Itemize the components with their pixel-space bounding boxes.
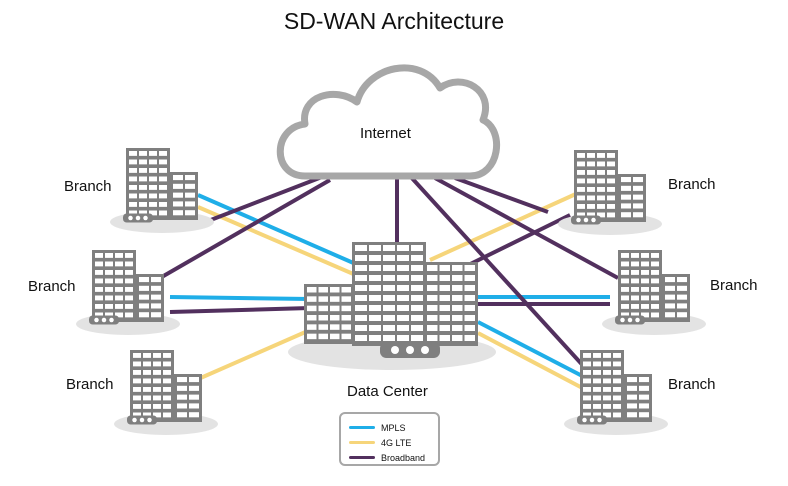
legend-swatch-broadband bbox=[349, 456, 375, 459]
branch-building-mid-right bbox=[602, 250, 706, 335]
lte-link-bot-right bbox=[477, 331, 591, 394]
legend-swatch-lte bbox=[349, 441, 375, 444]
branch-label-mid-left: Branch bbox=[28, 278, 76, 295]
legend-label-mpls: MPLS bbox=[381, 422, 406, 433]
data-center-building bbox=[288, 242, 496, 370]
branch-label-top-left: Branch bbox=[64, 178, 112, 195]
lte-link-top-right bbox=[429, 191, 579, 262]
branch-label-top-right: Branch bbox=[668, 176, 716, 193]
broadband-link-cloud-branch-right bbox=[454, 176, 549, 214]
branch-label-mid-right: Branch bbox=[710, 277, 758, 294]
legend-item-mpls: MPLS bbox=[349, 420, 438, 435]
broadband-link-mid-left bbox=[169, 306, 311, 314]
legend-label-lte: 4G LTE bbox=[381, 437, 412, 448]
network-links bbox=[159, 168, 619, 394]
branch-building-bot-left bbox=[114, 350, 218, 435]
broadband-link-cloud-top-left bbox=[189, 168, 341, 230]
branch-building-bot-right bbox=[564, 350, 668, 435]
internet-cloud bbox=[276, 64, 500, 180]
legend-item-lte: 4G LTE bbox=[349, 435, 438, 450]
diagram-title: SD-WAN Architecture bbox=[283, 8, 505, 34]
mpls-link-top-left bbox=[197, 193, 359, 267]
data-center-label: Data Center bbox=[347, 383, 428, 400]
branch-label-bot-right: Branch bbox=[668, 376, 716, 393]
branch-building-top-right bbox=[558, 150, 662, 235]
legend: MPLS 4G LTE Broadband bbox=[339, 412, 440, 466]
legend-swatch-mpls bbox=[349, 426, 375, 429]
legend-label-broadband: Broadband bbox=[381, 452, 426, 463]
branch-building-mid-left bbox=[76, 250, 180, 335]
lte-link-top-left bbox=[197, 205, 359, 278]
branch-building-top-left bbox=[110, 148, 214, 233]
broadband-link-cloud-mid-left bbox=[159, 178, 331, 280]
lte-link-bot-left bbox=[195, 328, 311, 382]
branch-label-bot-left: Branch bbox=[66, 376, 114, 393]
broadband-link-cloud-bot-right bbox=[408, 174, 600, 384]
buildings-layer bbox=[76, 148, 706, 435]
cloud-label: Internet bbox=[360, 125, 411, 142]
mpls-link-mid-left bbox=[169, 295, 311, 301]
mpls-link-bot-right bbox=[477, 320, 591, 382]
legend-item-broadband: Broadband bbox=[349, 450, 438, 465]
broadband-link-cloud-top-right bbox=[434, 176, 619, 280]
